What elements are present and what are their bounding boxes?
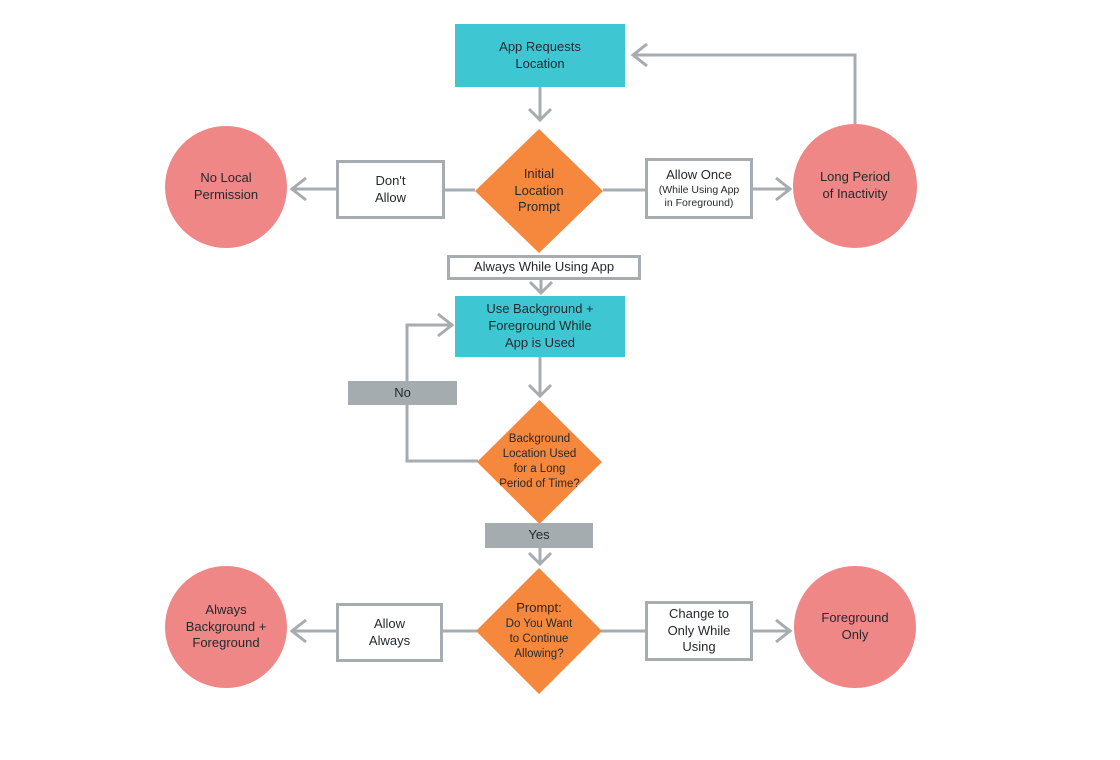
node-foreground-only: Foreground Only xyxy=(794,566,916,688)
arrowhead-left-icon xyxy=(630,42,648,68)
node-allow-always: Allow Always xyxy=(336,603,443,662)
arrowhead-down-icon xyxy=(527,107,553,123)
arrowhead-down-icon xyxy=(528,280,554,296)
node-no-local-permission: No Local Permission xyxy=(165,126,287,248)
allow-once-sublabel: (While Using App in Foreground) xyxy=(658,183,740,209)
continue-prompt-label: Prompt: xyxy=(516,600,562,616)
node-change-to-only-while-using: Change to Only While Using xyxy=(645,601,753,661)
arrowhead-right-icon xyxy=(775,176,793,202)
arrowhead-left-icon xyxy=(289,176,307,202)
label-no: No xyxy=(348,381,457,405)
arrowhead-left-icon xyxy=(289,618,307,644)
arrowhead-right-icon xyxy=(437,312,455,338)
node-app-requests-location: App Requests Location xyxy=(455,24,625,87)
edge-inactivity-to-start xyxy=(634,53,857,124)
node-use-background-foreground: Use Background + Foreground While App is… xyxy=(455,296,625,357)
arrowhead-down-icon xyxy=(527,551,553,567)
arrowhead-right-icon xyxy=(775,618,793,644)
continue-prompt-sublabel: Do You Want to Continue Allowing? xyxy=(505,618,573,660)
label-always-while-using-app: Always While Using App xyxy=(447,255,641,280)
node-long-period-of-inactivity: Long Period of Inactivity xyxy=(793,124,917,248)
node-always-background-foreground: Always Background + Foreground xyxy=(165,566,287,688)
allow-once-label: Allow Once xyxy=(666,166,732,182)
node-dont-allow: Don't Allow xyxy=(336,160,445,219)
node-allow-once: Allow Once (While Using App in Foregroun… xyxy=(645,158,753,219)
arrowhead-down-icon xyxy=(527,383,553,399)
label-yes: Yes xyxy=(485,523,593,548)
